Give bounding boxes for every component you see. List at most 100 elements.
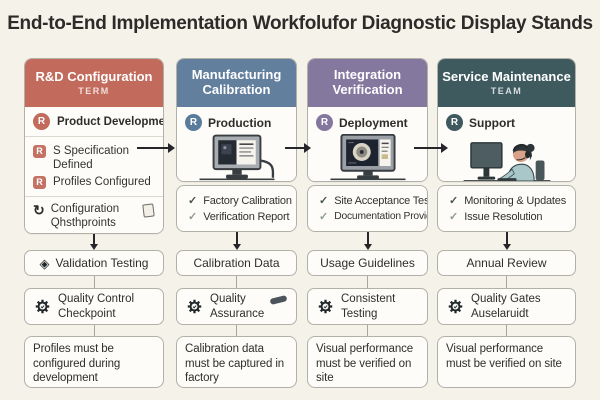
r-badge-icon: R — [33, 144, 46, 158]
check-item: ✓ Verification Report — [188, 210, 296, 224]
connector-line — [307, 325, 428, 336]
check-icon: ✓ — [319, 211, 329, 223]
connector-line — [24, 325, 164, 336]
connector-line — [437, 276, 576, 288]
manufacturing-header-title: Manufacturing Calibration — [191, 67, 282, 97]
list-item: R S Specification Defined — [33, 144, 155, 173]
gear-check-icon — [318, 299, 333, 314]
stage-label: Calibration Data — [193, 256, 280, 270]
note-text: Visual performance must be verified on s… — [446, 343, 562, 370]
manufacturing-card-body: R Production — [177, 107, 296, 181]
flow-arrow-manufacturing-to-integration — [285, 143, 311, 153]
stage-box-calibration-data: Calibration Data — [176, 250, 297, 276]
list-item-label: Profiles Configured — [53, 175, 151, 188]
stage-box-validation-testing: ◈ Validation Testing — [24, 250, 164, 276]
diamond-icon: ◈ — [39, 255, 50, 271]
gear-check-icon — [187, 299, 202, 314]
r-badge-icon: R — [316, 114, 333, 131]
check-icon: ✓ — [319, 195, 329, 207]
stage-box-annual-review: Annual Review — [437, 250, 576, 276]
quality-box-checkpoint: Quality Control Checkpoint — [24, 288, 164, 325]
check-label: Site Acceptance Test — [334, 194, 427, 207]
r-badge-icon: R — [185, 114, 202, 131]
service-checklist: ✓ Monitoring & Updates ✓ Issue Resolutio… — [437, 185, 576, 232]
connector-line — [307, 276, 428, 288]
check-label: Monitoring & Updates — [464, 194, 566, 207]
connector-line — [437, 325, 576, 336]
column-integration-verification: Integration Verification R Deployment — [307, 58, 428, 388]
r-badge-icon: R — [446, 114, 463, 131]
quality-box-assurance: Quality Assurance — [176, 288, 297, 325]
check-icon: ✓ — [188, 195, 198, 207]
service-header-subtitle: TEAM — [490, 86, 523, 97]
rd-header: R&D Configuration TERM — [25, 59, 163, 107]
stage-label: Validation Testing — [55, 256, 149, 270]
check-icon: ✓ — [449, 195, 459, 207]
manufacturing-header: Manufacturing Calibration — [177, 59, 296, 107]
service-header-title: Service Maintenance — [442, 68, 571, 84]
quality-label: Quality Assurance — [210, 293, 265, 320]
rd-role-row: R Product Development — [25, 107, 163, 137]
manufacturing-card: Manufacturing Calibration R Production — [176, 58, 297, 182]
rd-config-row: ↻ Configuration Qhsthproints — [25, 197, 163, 233]
quality-label: Consistent Testing — [341, 293, 396, 320]
service-card-body: R Support — [438, 107, 575, 181]
connector-line — [24, 276, 164, 288]
quality-label: Quality Gates Auselaruidt — [471, 293, 541, 320]
rd-spec-list: R S Specification Defined R Profiles Con… — [25, 137, 163, 197]
note-box: Profiles must be configured during devel… — [24, 336, 164, 388]
down-arrow — [176, 232, 297, 250]
column-manufacturing-calibration: Manufacturing Calibration R Production — [176, 58, 297, 388]
stage-label: Annual Review — [466, 256, 547, 270]
stage-box-usage-guidelines: Usage Guidelines — [307, 250, 428, 276]
integration-card-body: R Deployment — [308, 107, 427, 181]
check-item: ✓ Issue Resolution — [449, 210, 575, 224]
monitor-with-scan-icon — [308, 134, 427, 181]
column-rd-configuration: R&D Configuration TERM R Product Develop… — [24, 58, 164, 388]
integration-role-row: R Deployment — [308, 107, 427, 133]
list-item: R Profiles Configured — [33, 175, 155, 189]
down-arrow — [24, 234, 164, 250]
integration-header: Integration Verification — [308, 59, 427, 107]
service-header: Service Maintenance TEAM — [438, 59, 575, 107]
note-text: Calibration data must be captured in fac… — [185, 343, 285, 385]
rd-header-subtitle: TERM — [78, 86, 110, 97]
note-text: Profiles must be configured during devel… — [33, 343, 121, 385]
service-card: Service Maintenance TEAM R Support — [437, 58, 576, 182]
connector-line — [176, 325, 297, 336]
rd-card: R&D Configuration TERM R Product Develop… — [24, 58, 164, 234]
list-item-label: S Specification Defined — [53, 144, 130, 172]
note-box: Visual performance must be verified on s… — [437, 336, 576, 388]
stage-label: Usage Guidelines — [320, 256, 415, 270]
check-label: Documentation Provided — [334, 211, 427, 222]
document-icon — [142, 203, 155, 218]
down-arrow — [307, 232, 428, 250]
manufacturing-role-label: Production — [208, 115, 272, 130]
down-arrow — [437, 232, 576, 250]
check-label: Issue Resolution — [464, 210, 543, 223]
manufacturing-role-row: R Production — [177, 107, 296, 133]
note-box: Calibration data must be captured in fac… — [176, 336, 297, 388]
manufacturing-checklist: ✓ Factory Calibration ✓ Verification Rep… — [176, 185, 297, 232]
rd-header-title: R&D Configuration — [35, 68, 153, 84]
connector-line — [176, 276, 297, 288]
config-row-label: Configuration Qhsthproints — [50, 203, 120, 230]
service-role-label: Support — [469, 115, 515, 130]
rd-role-label: Product Development — [57, 115, 164, 128]
page-title: End-to-End Implementation Workfolufor Di… — [7, 13, 593, 34]
gear-check-icon — [35, 299, 50, 314]
check-icon: ✓ — [449, 211, 459, 223]
integration-checklist: ✓ Site Acceptance Test ✓ Documentation P… — [307, 185, 428, 232]
quality-label: Quality Control Checkpoint — [58, 293, 135, 320]
refresh-icon: ↻ — [33, 202, 45, 218]
column-service-maintenance: Service Maintenance TEAM R Support — [437, 58, 576, 388]
check-item: ✓ Documentation Provided — [319, 210, 427, 223]
support-agent-icon — [438, 134, 575, 181]
check-item: ✓ Factory Calibration — [188, 194, 296, 208]
integration-role-label: Deployment — [339, 115, 408, 130]
check-icon: ✓ — [188, 211, 198, 223]
quality-box-quality-gates: Quality Gates Auselaruidt — [437, 288, 576, 325]
quality-box-consistent-testing: Consistent Testing — [307, 288, 428, 325]
gear-check-icon — [448, 299, 463, 314]
service-role-row: R Support — [438, 107, 575, 133]
